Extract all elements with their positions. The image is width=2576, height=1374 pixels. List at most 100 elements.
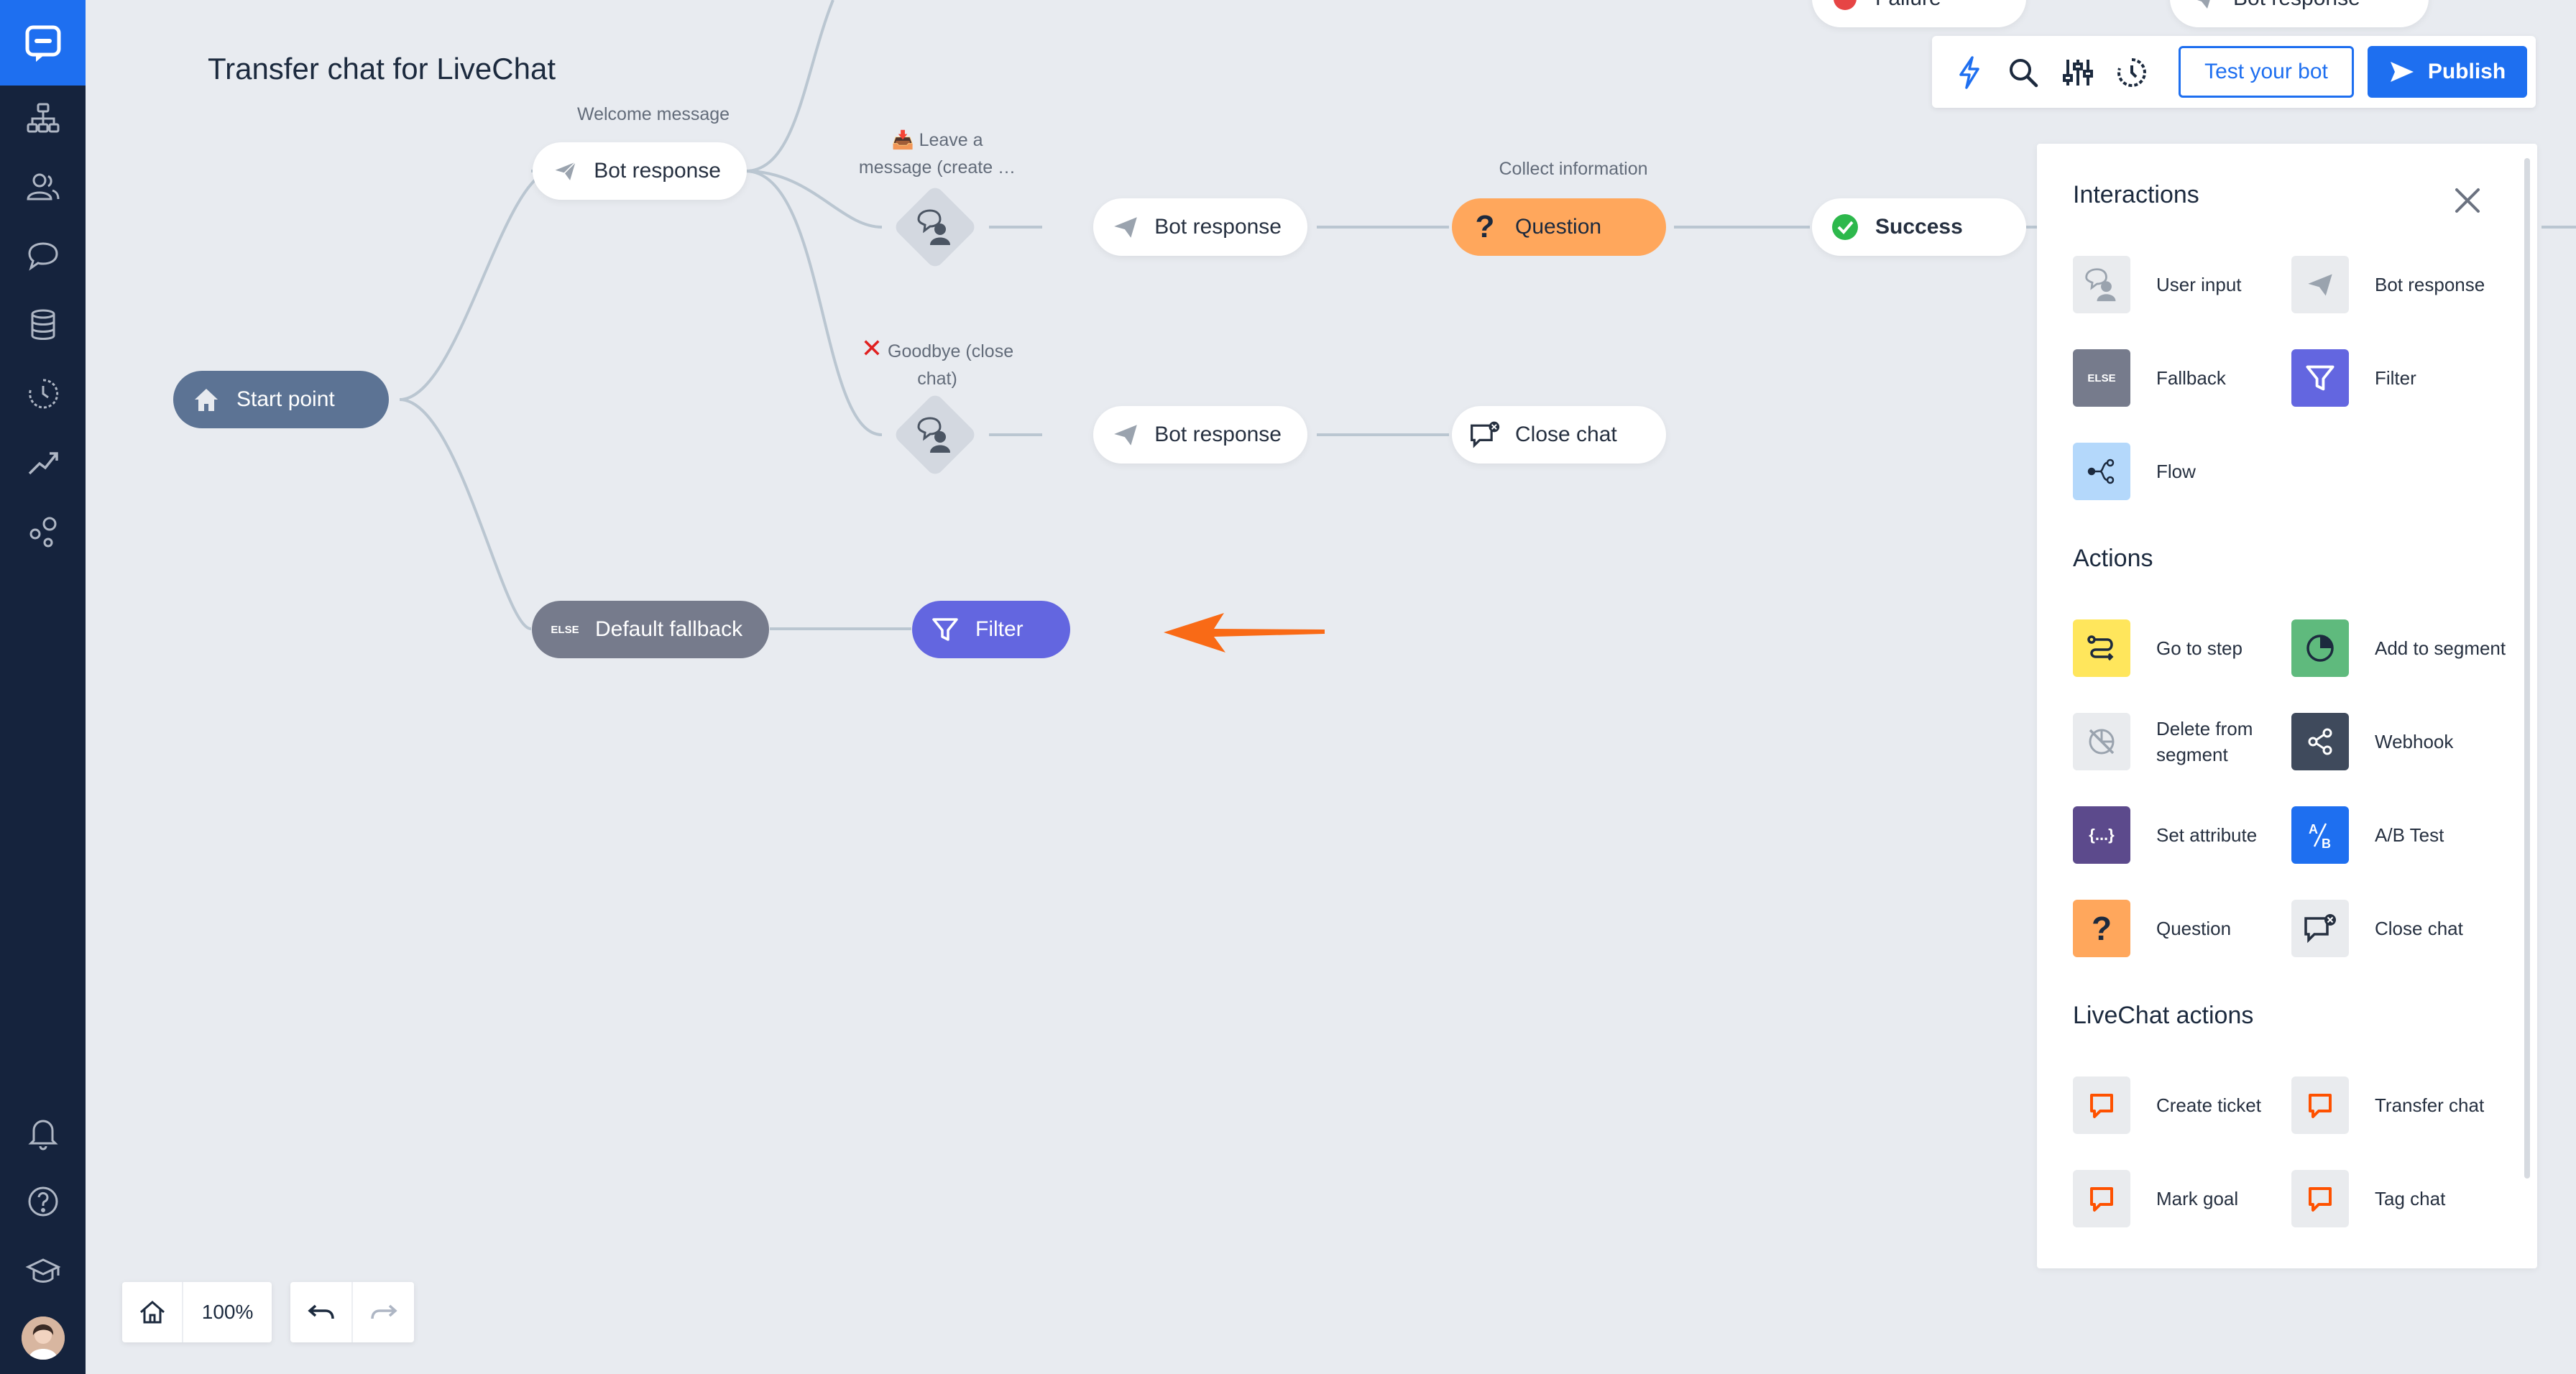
bot-response-top-node[interactable]: Bot response bbox=[2170, 0, 2429, 27]
test-your-bot-button[interactable]: Test your bot bbox=[2179, 46, 2354, 98]
publish-button[interactable]: Publish bbox=[2368, 46, 2527, 98]
success-node[interactable]: Success bbox=[1812, 198, 2026, 256]
panel-item-label: Set attribute bbox=[2156, 824, 2258, 846]
panel-item-question[interactable]: ? Question bbox=[2073, 900, 2300, 957]
success-node-label: Success bbox=[1875, 215, 1963, 239]
panel-item-tag-chat[interactable]: Tag chat bbox=[2291, 1170, 2518, 1227]
welcome-bot-response-node[interactable]: Bot response bbox=[533, 142, 747, 200]
logo-icon[interactable] bbox=[0, 0, 86, 86]
check-circle-icon bbox=[1829, 211, 1861, 243]
conversations-icon[interactable] bbox=[22, 234, 65, 277]
academy-icon[interactable] bbox=[22, 1249, 65, 1292]
redo-icon[interactable] bbox=[353, 1282, 414, 1342]
panel-item-label: A/B Test bbox=[2375, 824, 2444, 846]
failure-node-label: Failure bbox=[1875, 0, 1941, 11]
reports-icon[interactable] bbox=[22, 441, 65, 484]
mailbox-icon: 📥 bbox=[891, 130, 914, 150]
close-chat-node-label: Close chat bbox=[1515, 423, 1617, 446]
panel-item-user-input[interactable]: User input bbox=[2073, 256, 2300, 313]
panel-item-label: Close chat bbox=[2375, 918, 2463, 939]
bot-response-label-2: Bot response bbox=[1154, 423, 1282, 446]
question-node-label: Question bbox=[1515, 215, 1602, 239]
panel-item-label: Question bbox=[2156, 918, 2232, 939]
panel-item-add-to-segment[interactable]: Add to segment bbox=[2291, 619, 2518, 677]
bot-response-node-2[interactable]: Bot response bbox=[1093, 406, 1307, 464]
goto-icon bbox=[2073, 619, 2130, 677]
default-fallback-node[interactable]: ELSE Default fallback bbox=[532, 601, 769, 658]
panel-item-create-ticket[interactable]: Create ticket bbox=[2073, 1076, 2300, 1134]
user-input-icon bbox=[914, 206, 957, 249]
panel-item-transfer-chat[interactable]: Transfer chat bbox=[2291, 1076, 2518, 1134]
home-icon[interactable] bbox=[122, 1282, 184, 1342]
avatar[interactable] bbox=[22, 1317, 65, 1360]
panel-item-label: Create ticket bbox=[2156, 1094, 2261, 1116]
question-node[interactable]: ? Question bbox=[1452, 198, 1666, 256]
integrations-icon[interactable] bbox=[22, 510, 65, 553]
red-x-icon: ✕ bbox=[860, 333, 883, 363]
lightning-icon[interactable] bbox=[1952, 55, 1987, 90]
panel-item-close-chat[interactable]: Close chat bbox=[2291, 900, 2518, 957]
search-icon[interactable] bbox=[2006, 55, 2041, 90]
livechat-icon bbox=[2073, 1170, 2130, 1227]
send-icon bbox=[2291, 256, 2349, 313]
history-icon[interactable] bbox=[2115, 55, 2149, 90]
user-input-icon bbox=[914, 413, 957, 456]
collect-info-caption: Collect information bbox=[1499, 159, 1648, 179]
panel-item-mark-goal[interactable]: Mark goal bbox=[2073, 1170, 2300, 1227]
panel-item-delete-from-segment[interactable]: Delete from segment bbox=[2073, 713, 2300, 770]
send-icon bbox=[2390, 62, 2414, 82]
fallback-icon: ELSE bbox=[2073, 349, 2130, 407]
chatbots-icon[interactable] bbox=[22, 96, 65, 139]
undo-icon[interactable] bbox=[290, 1282, 353, 1342]
panel-item-flow[interactable]: Flow bbox=[2073, 443, 2300, 500]
goodbye-caption-line-2: chat) bbox=[917, 369, 957, 389]
delete-segment-icon bbox=[2073, 713, 2130, 770]
notifications-icon[interactable] bbox=[22, 1111, 65, 1154]
filter-icon bbox=[2291, 349, 2349, 407]
send-icon bbox=[1110, 211, 1140, 243]
close-icon[interactable] bbox=[2450, 183, 2485, 218]
panel-scrollbar[interactable] bbox=[2524, 158, 2530, 1179]
question-icon: ? bbox=[2073, 900, 2130, 957]
panel-item-bot-response[interactable]: Bot response bbox=[2291, 256, 2518, 313]
panel-item-label: Go to step bbox=[2156, 637, 2242, 659]
start-point-node[interactable]: Start point bbox=[173, 371, 389, 428]
panel-item-label: Add to segment bbox=[2375, 637, 2506, 659]
panel-item-set-attribute[interactable]: {...} Set attribute bbox=[2073, 806, 2300, 864]
panel-item-label: Flow bbox=[2156, 461, 2196, 482]
segment-icon bbox=[2291, 619, 2349, 677]
filter-node[interactable]: Filter bbox=[912, 601, 1070, 658]
failure-node[interactable]: Failure bbox=[1812, 0, 2026, 27]
database-icon[interactable] bbox=[22, 303, 65, 346]
history-icon[interactable] bbox=[22, 372, 65, 415]
webhook-icon bbox=[2291, 713, 2349, 770]
bot-response-node-1[interactable]: Bot response bbox=[1093, 198, 1307, 256]
panel-item-filter[interactable]: Filter bbox=[2291, 349, 2518, 407]
goodbye-caption: ✕ Goodbye (close chat) bbox=[837, 335, 1038, 392]
panel-item-fallback[interactable]: ELSE Fallback bbox=[2073, 349, 2300, 407]
flow-canvas[interactable]: Transfer chat for LiveChat Failure Bot r… bbox=[86, 0, 2576, 1374]
zoom-level[interactable]: 100% bbox=[201, 1301, 254, 1323]
panel-item-label: Tag chat bbox=[2375, 1188, 2446, 1209]
goodbye-caption-line-1: Goodbye (close bbox=[888, 341, 1014, 361]
failure-icon bbox=[1829, 0, 1861, 14]
elements-panel: Interactions User input Bot response ELS… bbox=[2037, 144, 2537, 1268]
panel-item-webhook[interactable]: Webhook bbox=[2291, 713, 2518, 770]
livechat-icon bbox=[2073, 1076, 2130, 1134]
leave-caption-line-2: message (create … bbox=[858, 157, 1016, 177]
help-icon[interactable] bbox=[22, 1180, 65, 1223]
panel-item-label: Filter bbox=[2375, 367, 2416, 389]
actions-title: Actions bbox=[2073, 545, 2153, 572]
audience-icon[interactable] bbox=[22, 165, 65, 208]
home-icon bbox=[190, 384, 222, 415]
sliders-icon[interactable] bbox=[2061, 55, 2095, 90]
livechat-actions-title: LiveChat actions bbox=[2073, 1002, 2254, 1029]
svg-text:A: A bbox=[2309, 822, 2318, 836]
zoom-controls: 100% bbox=[122, 1282, 272, 1342]
panel-item-go-to-step[interactable]: Go to step bbox=[2073, 619, 2300, 677]
send-icon bbox=[1110, 419, 1140, 451]
panel-item-label: Fallback bbox=[2156, 367, 2226, 389]
close-chat-node[interactable]: Close chat bbox=[1452, 406, 1666, 464]
interactions-title: Interactions bbox=[2073, 181, 2199, 208]
